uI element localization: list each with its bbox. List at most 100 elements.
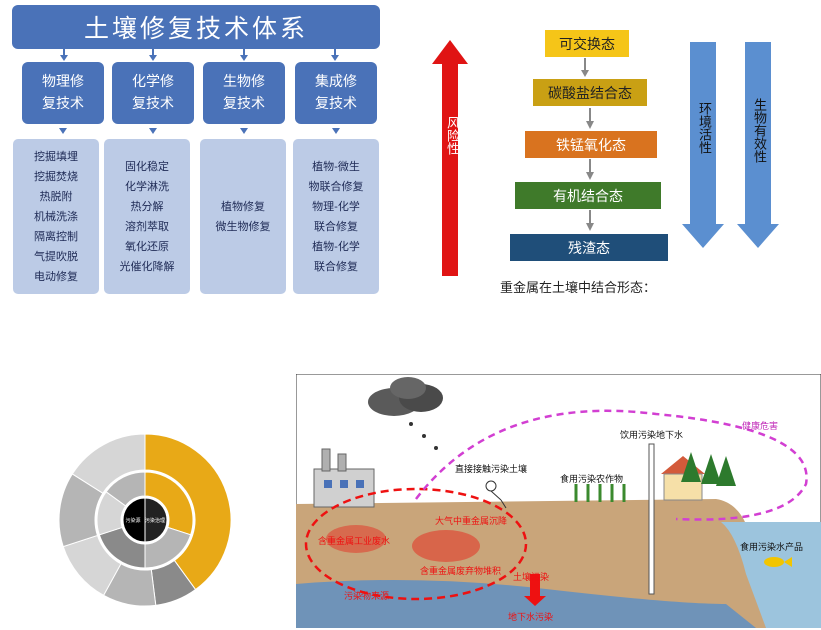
technique-item: 热脱附 xyxy=(39,189,73,203)
technique-item: 挖掘填埋 xyxy=(34,149,78,163)
groundwater-pollution-label: 地下水污染 xyxy=(508,613,554,623)
category-label: 化学修 xyxy=(132,74,174,90)
arrow-down-icon xyxy=(586,159,594,180)
bio-effectiveness-arrow-icon xyxy=(737,42,779,248)
risk-arrow-icon xyxy=(432,40,468,276)
arrow-down-icon xyxy=(524,574,546,606)
items-biological: 植物修复 微生物修复 xyxy=(200,139,286,294)
items-chemical: 固化稳定 化学淋洗 热分解 溶剂萃取 氧化还原 光催化降解 xyxy=(104,139,190,294)
category-label: 复技术 xyxy=(132,96,174,112)
window-icon xyxy=(340,480,348,488)
category-label: 复技术 xyxy=(223,96,265,112)
connector xyxy=(243,49,245,55)
pollution-source-ellipse xyxy=(304,487,528,601)
arrow-down-icon xyxy=(149,55,157,61)
atmospheric-deposition-label: 大气中重金属沉降 xyxy=(435,517,508,527)
pollution-source-label: 污染物来源 xyxy=(344,592,390,602)
technique-item: 微生物修复 xyxy=(215,219,271,233)
health-risk-path xyxy=(415,409,808,521)
risk-label: 风险性 xyxy=(444,116,459,155)
smoke-cloud-icon xyxy=(368,377,443,416)
technique-item: 电动修复 xyxy=(34,269,78,283)
arrow-down-icon xyxy=(586,210,594,231)
window-icon xyxy=(324,480,332,488)
donut-inner-slice xyxy=(144,497,168,543)
direct-contact-label: 直接接触污染土壤 xyxy=(455,465,528,475)
technique-item: 联合修复 xyxy=(314,259,358,273)
technique-item: 植物-化学 xyxy=(312,239,360,253)
arrow-down-icon xyxy=(332,128,340,134)
form-residual: 残渣态 xyxy=(510,234,668,261)
category-chemical: 化学修复技术 xyxy=(112,62,194,124)
arrow-down-icon xyxy=(240,128,248,134)
donut-outer-slice xyxy=(71,433,146,494)
environment-activity-label: 环境活性 xyxy=(696,102,711,154)
arrow-down-icon xyxy=(586,108,594,129)
industrial-wastewater-label: 含重金属工业废水 xyxy=(318,537,391,547)
well-pipe-icon xyxy=(648,443,655,595)
technique-item: 氧化还原 xyxy=(125,239,169,253)
items-physical: 挖掘填埋 挖掘焚烧 热脱附 机械洗涤 隔离控制 气提吹脱 电动修复 xyxy=(13,139,99,294)
contamination-spot xyxy=(412,530,480,562)
soil-pollution-label: 土壤污染 xyxy=(513,573,550,583)
chimney-icon xyxy=(321,448,331,472)
arrow-down-icon xyxy=(149,128,157,134)
category-physical: 物理修复技术 xyxy=(22,62,104,124)
donut-outer-slice xyxy=(144,433,232,591)
particle-icon xyxy=(422,434,426,438)
category-integrated: 集成修复技术 xyxy=(295,62,377,124)
connector xyxy=(152,49,154,55)
forms-caption: 重金属在土壤中结合形态： xyxy=(500,281,657,296)
technique-item: 挖掘焚烧 xyxy=(34,169,78,183)
donut-middle-slice xyxy=(105,471,146,507)
form-exchangeable: 可交换态 xyxy=(545,30,629,57)
form-carbonate: 碳酸盐结合态 xyxy=(533,79,647,106)
crops-icon xyxy=(574,484,626,502)
crops-label: 食用污染农作物 xyxy=(560,475,624,485)
arrow-down-icon xyxy=(581,58,589,77)
technique-item: 植物-微生 xyxy=(312,159,360,173)
arrow-down-icon xyxy=(331,55,339,61)
aquatic-products-label: 食用污染水产品 xyxy=(740,543,804,553)
items-integrated: 植物-微生 物联合修复 物理-化学 联合修复 植物-化学 联合修复 xyxy=(293,139,379,294)
fish-tail-icon xyxy=(784,557,792,567)
technique-item: 隔离控制 xyxy=(34,229,78,243)
window-icon xyxy=(356,480,364,488)
category-label: 物理修 xyxy=(42,74,84,90)
fish-icon xyxy=(764,557,784,567)
arrow-down-icon xyxy=(240,55,248,61)
form-organic: 有机结合态 xyxy=(515,182,661,209)
person-icon xyxy=(485,480,507,509)
form-fe-mn-oxide: 铁锰氧化态 xyxy=(525,131,657,158)
technique-item: 化学淋洗 xyxy=(125,179,169,193)
connector xyxy=(334,49,336,55)
technique-item: 气提吹脱 xyxy=(34,249,78,263)
arrow-down-icon xyxy=(60,55,68,61)
environment-activity-arrow-icon xyxy=(682,42,724,248)
donut-inner-slice xyxy=(122,497,146,543)
tree-icon xyxy=(716,456,736,486)
chimney-icon xyxy=(337,453,347,472)
category-label: 复技术 xyxy=(315,96,357,112)
category-biological: 生物修复技术 xyxy=(203,62,285,124)
technique-item: 物联合修复 xyxy=(308,179,364,193)
arrow-down-icon xyxy=(59,128,67,134)
technique-item: 溶剂萃取 xyxy=(125,219,169,233)
tree-icon xyxy=(681,452,701,482)
connector xyxy=(63,49,65,55)
technique-item: 机械洗涤 xyxy=(34,209,78,223)
technique-item: 光催化降解 xyxy=(119,259,175,273)
donut-chart: 污染源污染治理 xyxy=(58,433,232,607)
category-label: 生物修 xyxy=(223,74,265,90)
sea xyxy=(721,522,821,628)
drink-groundwater-label: 饮用污染地下水 xyxy=(620,431,684,441)
category-label: 集成修 xyxy=(315,74,357,90)
technique-item: 热分解 xyxy=(130,199,164,213)
bio-effectiveness-label: 生物有效性 xyxy=(751,98,766,163)
groundwater-layer xyxy=(296,580,756,628)
technique-item: 物理-化学 xyxy=(312,199,360,213)
category-label: 复技术 xyxy=(42,96,84,112)
remediation-title: 土壤修复技术体系 xyxy=(12,5,380,49)
tree-icon xyxy=(701,454,721,484)
donut-inner-label: 污染治理 xyxy=(145,517,165,524)
